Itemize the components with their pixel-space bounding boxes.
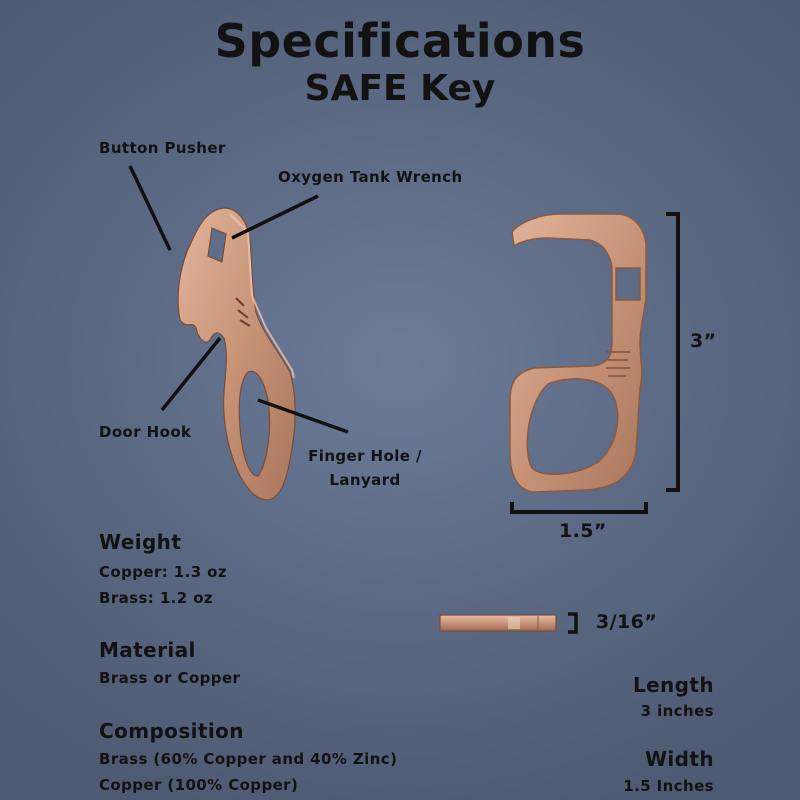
key-flat-view xyxy=(509,213,647,493)
height-bracket xyxy=(666,212,680,492)
width-heading: Width xyxy=(644,747,714,771)
oxygen-tank-wrench-label: Oxygen Tank Wrench xyxy=(278,168,463,186)
material-heading: Material xyxy=(99,638,196,662)
oxygen-wrench-leader xyxy=(231,194,319,240)
composition-heading: Composition xyxy=(99,719,244,743)
width-dimension-label: 1.5” xyxy=(559,520,607,542)
thickness-dimension-label: 3/16” xyxy=(596,611,658,633)
weight-heading: Weight xyxy=(99,530,182,554)
composition-copper: Copper (100% Copper) xyxy=(99,776,299,794)
width-value: 1.5 Inches xyxy=(623,777,714,795)
finger-hole-label-line1: Finger Hole / xyxy=(308,447,422,465)
width-bracket xyxy=(510,502,648,514)
weight-copper: Copper: 1.3 oz xyxy=(99,563,228,581)
button-pusher-label: Button Pusher xyxy=(99,139,226,157)
length-heading: Length xyxy=(632,673,714,697)
thickness-bracket xyxy=(568,612,578,634)
composition-brass: Brass (60% Copper and 40% Zinc) xyxy=(99,750,398,768)
door-hook-leader xyxy=(160,336,222,412)
key-side-view xyxy=(439,614,557,632)
length-value: 3 inches xyxy=(640,702,714,720)
button-pusher-leader xyxy=(128,165,172,251)
page-subtitle: SAFE Key xyxy=(304,68,496,109)
key-perspective-view xyxy=(177,207,296,501)
weight-brass: Brass: 1.2 oz xyxy=(99,589,214,607)
finger-hole-label-line2: Lanyard xyxy=(329,471,401,489)
material-value: Brass or Copper xyxy=(99,669,241,687)
height-dimension-label: 3” xyxy=(690,330,717,352)
finger-hole-leader xyxy=(257,398,349,434)
door-hook-label: Door Hook xyxy=(99,423,192,441)
page-title: Specifications xyxy=(214,14,586,68)
